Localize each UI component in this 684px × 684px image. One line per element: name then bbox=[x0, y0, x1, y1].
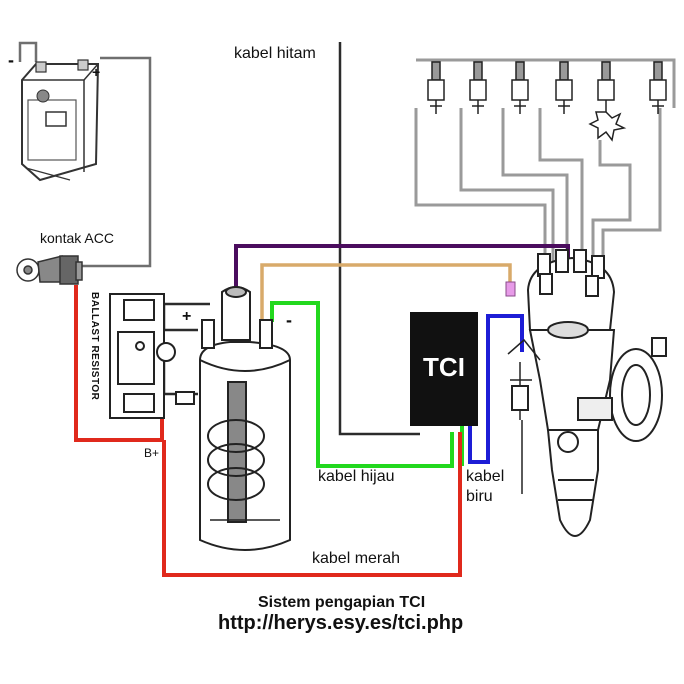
spark-plug bbox=[427, 61, 445, 114]
spark-plug bbox=[469, 61, 487, 114]
distributor bbox=[507, 249, 667, 537]
ballast-resistor bbox=[109, 293, 176, 419]
coil-minus-label: - bbox=[286, 310, 292, 330]
purple-wire bbox=[234, 244, 570, 288]
spark-plugs bbox=[427, 61, 667, 142]
battery-leads bbox=[18, 41, 152, 268]
label-b-plus: B+ bbox=[144, 446, 160, 460]
green-wire bbox=[270, 301, 454, 468]
label-kabel-hijau: kabel hijau bbox=[318, 468, 395, 485]
label-ballast-resistor: BALLAST RESISTOR bbox=[89, 292, 100, 401]
spark-plug bbox=[555, 61, 573, 114]
caption-title: Sistem pengapian TCI bbox=[258, 594, 426, 611]
tci-module bbox=[410, 312, 478, 426]
spark-plug-leads bbox=[414, 58, 676, 272]
battery bbox=[21, 59, 100, 182]
caption-url: http://herys.esy.es/tci.php bbox=[218, 612, 464, 634]
label-kabel-hitam: kabel hitam bbox=[234, 45, 316, 62]
tci-module-label: TCI bbox=[423, 352, 465, 382]
label-kabel-merah: kabel merah bbox=[312, 550, 401, 567]
ignition-coil bbox=[175, 286, 291, 551]
spark-plug-firing bbox=[588, 61, 627, 142]
coil-plus-label: + bbox=[182, 308, 192, 325]
label-kontak-acc: kontak ACC bbox=[40, 230, 114, 246]
battery-plus-label: + bbox=[92, 64, 101, 80]
label-kabel-biru-line1: kabel bbox=[466, 468, 505, 485]
label-kabel-biru-line2: biru bbox=[466, 488, 493, 505]
key-switch bbox=[16, 255, 83, 285]
spark-plug bbox=[511, 61, 529, 114]
pink-connector bbox=[505, 281, 516, 297]
battery-minus-label: - bbox=[8, 50, 14, 70]
tan-wire bbox=[260, 263, 512, 322]
spark-plug bbox=[649, 61, 667, 114]
blue-wire bbox=[468, 314, 524, 464]
